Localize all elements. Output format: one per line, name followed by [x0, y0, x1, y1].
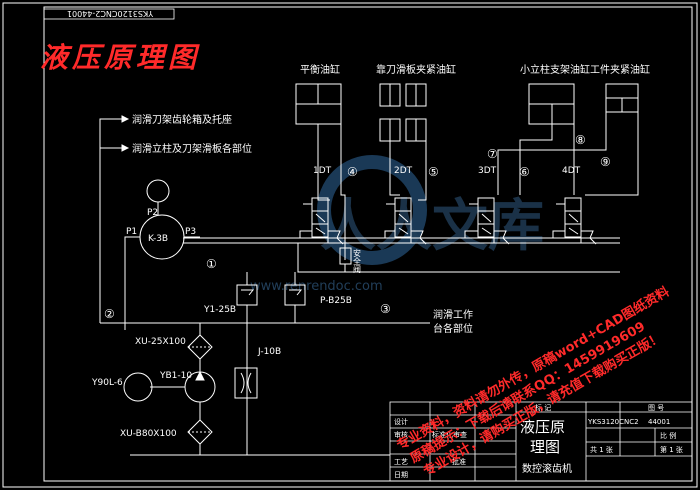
circuit-number-7: ⑦	[487, 147, 498, 161]
title-checker: 审核	[394, 430, 408, 439]
label-p1: P1	[126, 227, 137, 237]
label-balance-cylinder: 平衡油缸	[300, 63, 340, 76]
label-1dt: 1DT	[313, 166, 332, 176]
circuit-number-5: ⑤	[428, 165, 439, 179]
lubrication-workbench-1: 润滑工作	[433, 308, 473, 321]
valve-3dt	[469, 197, 510, 245]
title-sheet: 共 1 张	[590, 445, 613, 454]
safety-valve	[339, 247, 352, 272]
watermark-url: www.renrendoc.com	[250, 279, 383, 294]
label-xub80: XU-B80X100	[120, 429, 177, 439]
title-date-label: 日期	[394, 471, 408, 479]
inner-border	[43, 6, 693, 482]
label-y90l: Y90L-6	[91, 378, 123, 388]
main-pressure-line	[183, 230, 620, 273]
label-tool-slide-cylinder: 靠刀滑板夹紧油缸	[376, 63, 456, 76]
overlay-note-2: 原稿提示：下载后请联系QQ：1459919609	[407, 318, 648, 466]
lubrication-lines	[99, 115, 430, 324]
motor-y90l	[123, 372, 153, 402]
label-xu25: XU-25X100	[135, 337, 186, 347]
label-p3: P3	[185, 227, 196, 237]
label-3dt: 3DT	[478, 166, 497, 176]
work-clamp-cylinder	[605, 83, 639, 113]
title-process: 工艺	[394, 458, 408, 466]
label-y1-25b: Y1-25B	[203, 305, 236, 315]
pump-k3b	[124, 179, 200, 330]
filter-xu25	[187, 323, 213, 360]
label-p-b25b: P-B25B	[320, 296, 352, 306]
circuit-number-6: ⑥	[519, 165, 530, 179]
safety-valve-label-3: 阀	[353, 265, 361, 274]
label-2dt: 2DT	[394, 166, 413, 176]
circuit-number-2: ②	[104, 307, 115, 321]
red-title: 液压原理图	[40, 41, 200, 74]
label-p2: P2	[147, 208, 158, 218]
title-machine: 数控滚齿机	[522, 462, 572, 475]
title-sheet2: 第 1 张	[660, 445, 683, 454]
throttle-j10b	[234, 367, 258, 399]
title-name-line1: 液压原	[520, 418, 565, 436]
relief-valve-y1-25b	[236, 272, 258, 455]
circuit-number-3: ③	[380, 302, 391, 316]
title-designer: 设计	[394, 417, 408, 426]
label-j10b: J-10B	[257, 347, 281, 357]
title-ratio: 比 例	[660, 431, 676, 440]
drawing-number-mirrored: YKS3120CNC2-44001	[43, 8, 175, 20]
title-col-mark: 标 记	[535, 403, 551, 412]
filter-xub80	[130, 402, 390, 456]
cylinder-lines	[317, 112, 639, 260]
label-column-work-cylinder: 小立柱支架油缸工件夹紧油缸	[520, 63, 650, 76]
label-k3b: K-3B	[148, 234, 168, 244]
title-approve: 批准	[452, 457, 466, 466]
valve-4dt	[556, 197, 597, 245]
circuit-number-4: ④	[347, 165, 358, 179]
lubrication-workbench-2: 台各部位	[433, 322, 473, 335]
lubrication-label-2: 润滑立柱及刀架滑板各部位	[132, 142, 252, 155]
circuit-number-9: ⑨	[600, 155, 611, 169]
circuit-number-1: ①	[206, 257, 217, 271]
title-name-line2: 理图	[530, 438, 560, 456]
title-col-code: 图 号	[648, 404, 664, 412]
label-yb1: YB1-10	[159, 371, 192, 381]
title-block	[389, 401, 693, 482]
title-drawing-no2: 44001	[648, 418, 670, 426]
title-std: 标准化审查	[432, 430, 467, 439]
drawing-number-text: YKS3120CNC2-44001	[67, 9, 154, 18]
title-drawing-no: YKS3120CNC2	[587, 418, 639, 426]
circuit-number-8: ⑧	[575, 133, 586, 147]
relief-valve-p-b25b	[284, 272, 306, 323]
watermark: 人人文库 www.renrendoc.com	[250, 155, 544, 294]
safety-valve-label-1: 安	[353, 248, 361, 258]
tool-slide-cylinders	[379, 83, 427, 142]
safety-valve-label-2: 全	[353, 256, 361, 266]
valve-1dt	[303, 197, 344, 245]
label-4dt: 4DT	[562, 166, 581, 176]
balance-cylinder	[295, 83, 342, 125]
column-cylinder	[528, 83, 575, 125]
watermark-text: 人人文库	[320, 194, 544, 259]
lubrication-label-1: 润滑刀架齿轮箱及托座	[132, 113, 232, 126]
